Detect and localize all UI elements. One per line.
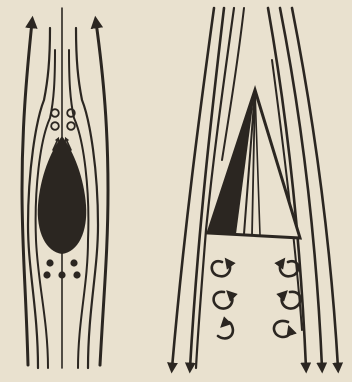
wake-dot-5: [73, 271, 80, 278]
wake-dot-1: [46, 259, 53, 266]
wake-dot-4: [58, 271, 65, 278]
wake-dot-2: [70, 259, 77, 266]
wake-dot-3: [43, 271, 50, 278]
